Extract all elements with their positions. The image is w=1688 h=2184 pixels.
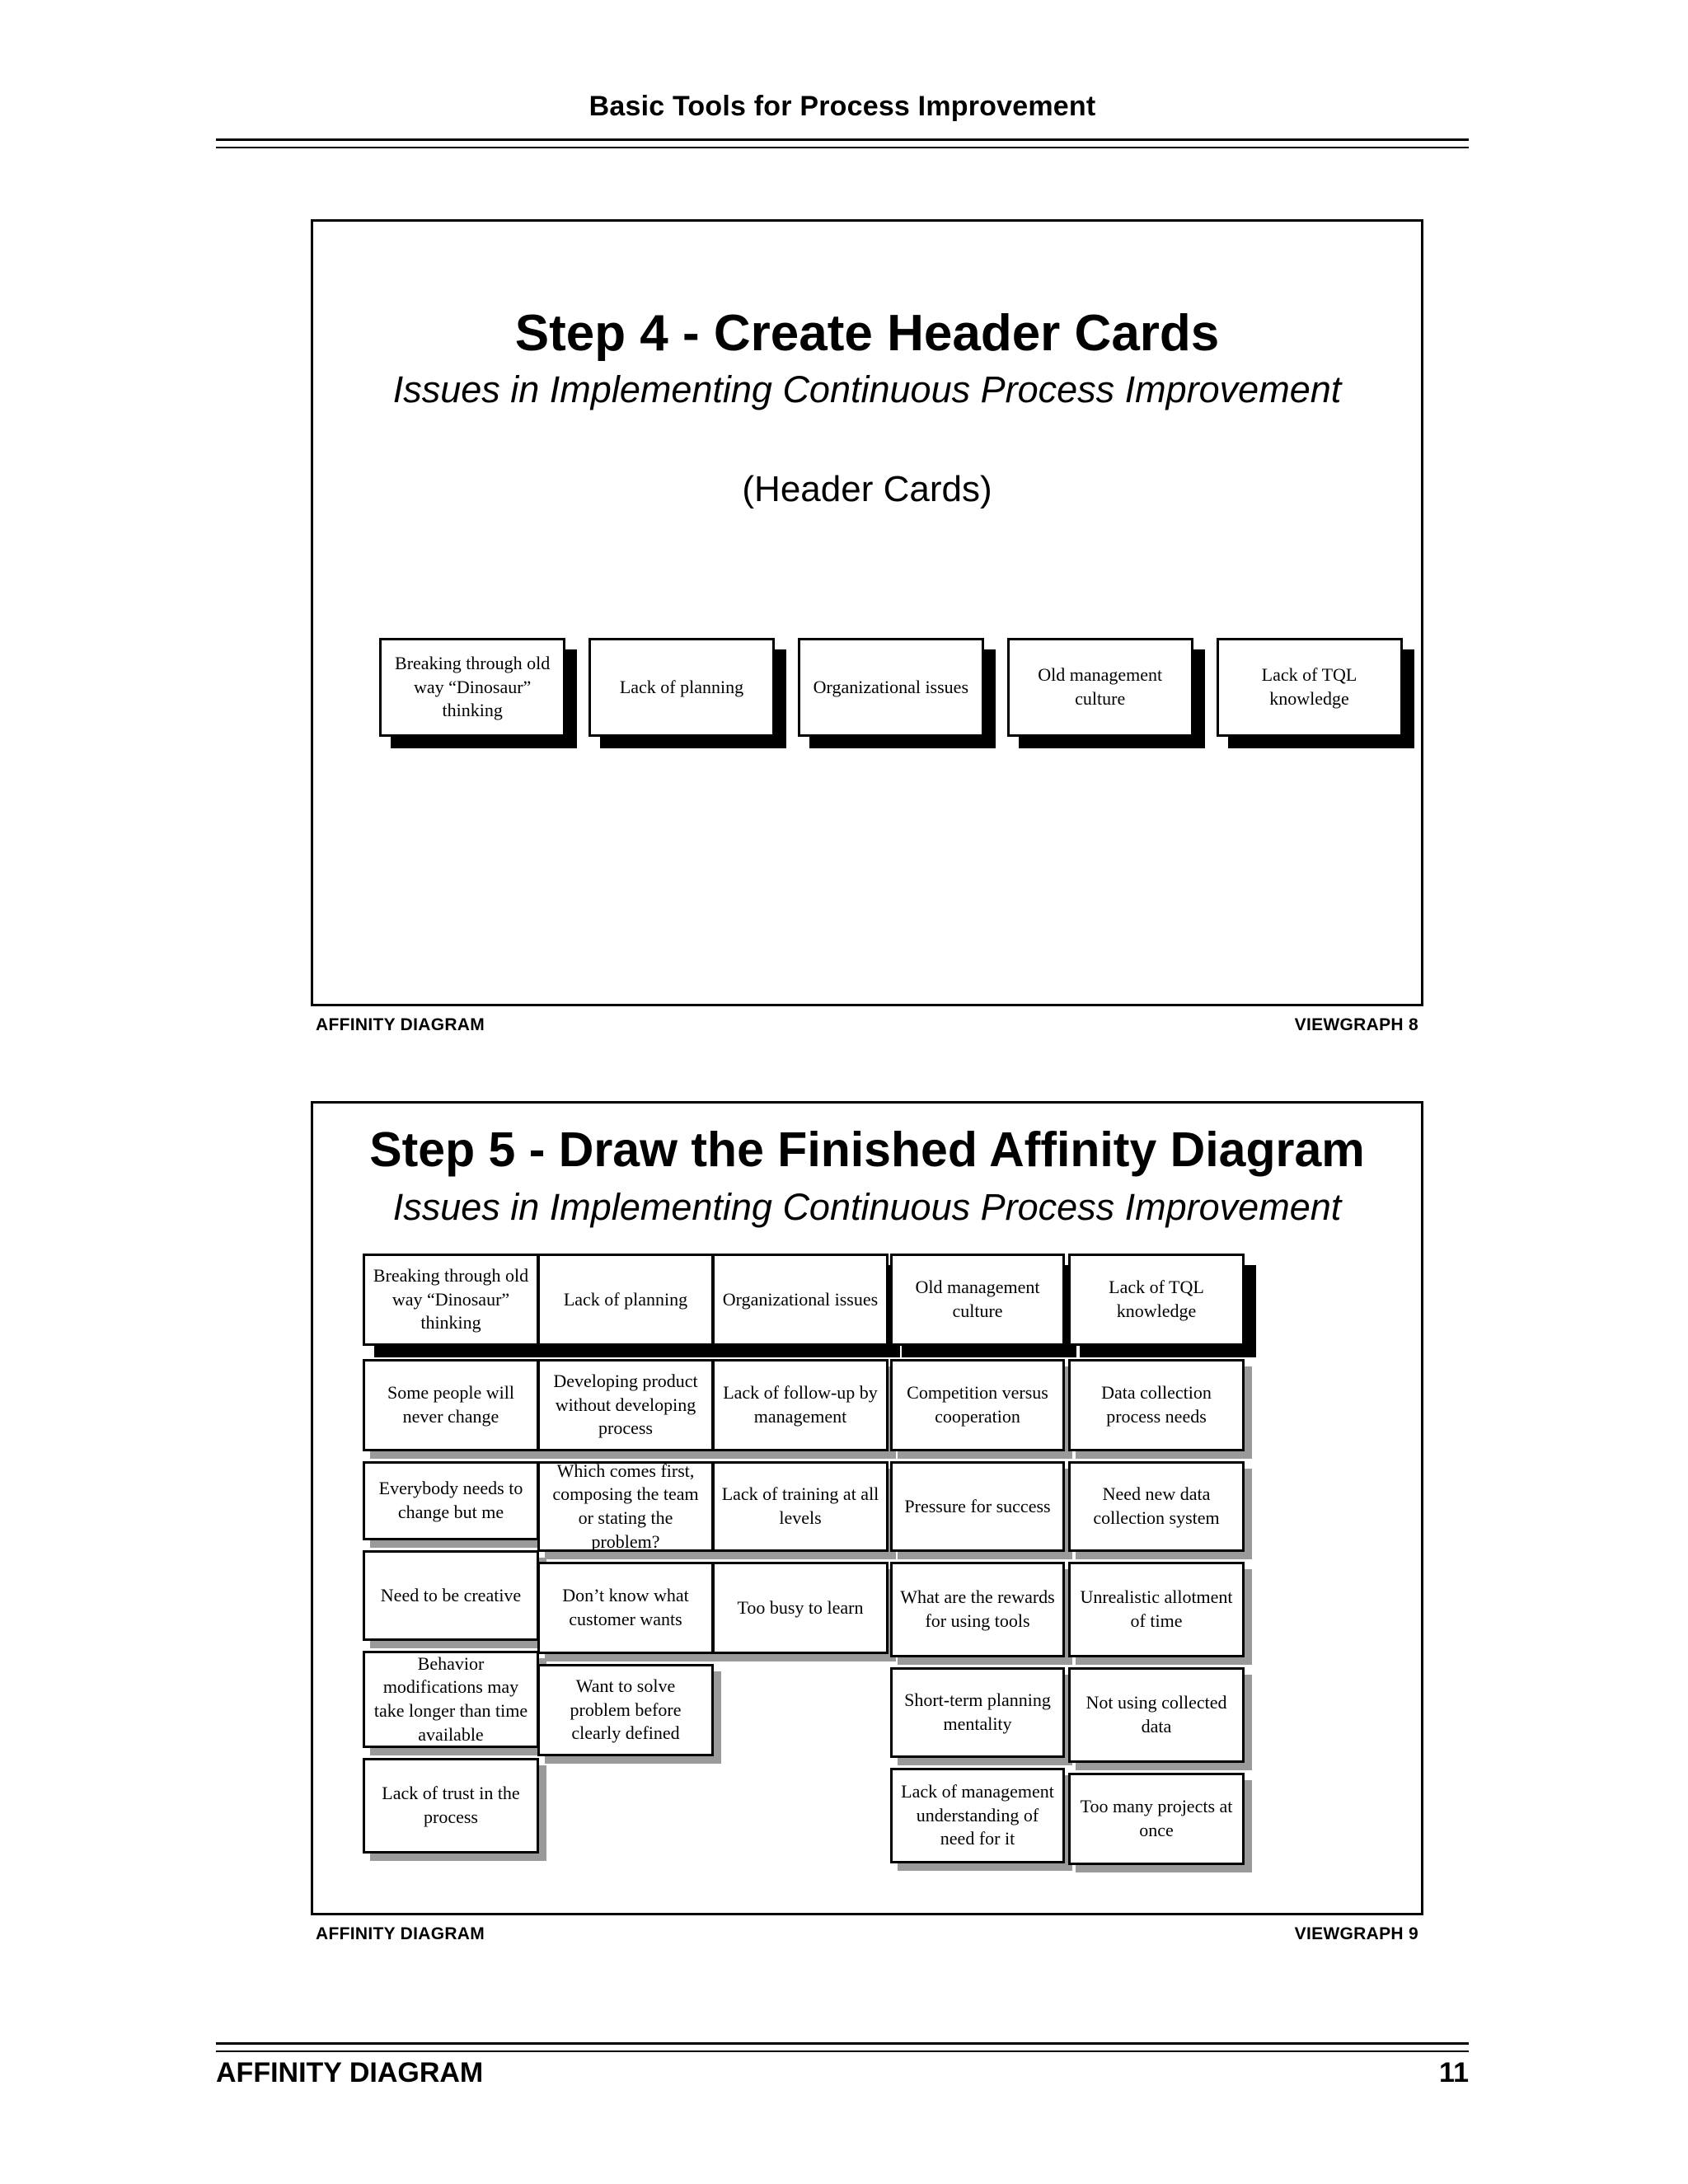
column-header-card: Breaking through old way “Dinosaur” thin… xyxy=(363,1254,539,1346)
header-card: Lack of TQL knowledge xyxy=(1216,638,1403,737)
idea-card: Short-term planning mentality xyxy=(890,1667,1065,1758)
idea-card: Too busy to learn xyxy=(712,1562,889,1654)
idea-card: Lack of management understanding of need… xyxy=(890,1768,1065,1863)
viewgraph-9-caption-left: AFFINITY DIAGRAM xyxy=(316,1924,485,1943)
viewgraph-8-frame: Step 4 - Create Header Cards Issues in I… xyxy=(311,219,1423,1006)
page-footer: AFFINITY DIAGRAM 11 xyxy=(216,2057,1469,2089)
idea-card: Too many projects at once xyxy=(1068,1773,1245,1865)
viewgraph-8-caption-left: AFFINITY DIAGRAM xyxy=(316,1015,485,1034)
viewgraph-8-caption: AFFINITY DIAGRAM VIEWGRAPH 8 xyxy=(311,1015,1423,1035)
idea-card: Competition versus cooperation xyxy=(890,1359,1065,1451)
page-number: 11 xyxy=(1439,2057,1469,2088)
idea-card: Lack of trust in the process xyxy=(363,1758,539,1854)
viewgraph-8-title: Step 4 - Create Header Cards xyxy=(514,305,1220,362)
page-footer-label: AFFINITY DIAGRAM xyxy=(216,2057,484,2088)
header-divider xyxy=(216,138,1469,148)
idea-card: What are the rewards for using tools xyxy=(890,1562,1065,1657)
viewgraph-8-subtitle: Issues in Implementing Continuous Proces… xyxy=(392,368,1342,410)
header-card: Organizational issues xyxy=(797,638,984,737)
header-card: Old management culture xyxy=(1006,638,1193,737)
idea-card: Developing product without developing pr… xyxy=(537,1359,714,1451)
page-header-title: Basic Tools for Process Improvement xyxy=(588,91,1096,122)
idea-card: Which comes first, composing the team or… xyxy=(537,1460,714,1552)
viewgraph-8-note: (Header Cards) xyxy=(742,469,992,509)
idea-card: Need new data collection system xyxy=(1068,1461,1245,1552)
idea-card: Lack of training at all levels xyxy=(712,1461,889,1552)
idea-card: Lack of follow-up by management xyxy=(712,1359,889,1451)
header-card: Breaking through old way “Dinosaur” thin… xyxy=(379,638,566,737)
idea-card: Data collection process needs xyxy=(1068,1359,1245,1451)
viewgraph-9-title: Step 5 - Draw the Finished Affinity Diag… xyxy=(369,1122,1365,1177)
idea-card: Need to be creative xyxy=(363,1550,539,1641)
footer-divider xyxy=(216,2042,1469,2052)
viewgraph-9-caption: AFFINITY DIAGRAM VIEWGRAPH 9 xyxy=(311,1924,1423,1944)
column-header-card: Lack of planning xyxy=(537,1254,714,1346)
idea-card: Everybody needs to change but me xyxy=(363,1461,539,1540)
column-header-card: Lack of TQL knowledge xyxy=(1068,1254,1245,1346)
idea-card: Don’t know what customer wants xyxy=(537,1562,714,1654)
idea-card: Behavior modifications may take longer t… xyxy=(363,1651,539,1748)
viewgraph-8-caption-right: VIEWGRAPH 8 xyxy=(1294,1015,1418,1034)
viewgraph-9-subtitle: Issues in Implementing Continuous Proces… xyxy=(392,1186,1342,1228)
idea-card: Unrealistic allotment of time xyxy=(1068,1562,1245,1657)
column-header-card: Organizational issues xyxy=(712,1254,889,1346)
idea-card: Pressure for success xyxy=(890,1461,1065,1552)
header-card: Lack of planning xyxy=(588,638,775,737)
viewgraph-9-frame: Step 5 - Draw the Finished Affinity Diag… xyxy=(311,1101,1423,1915)
page-header: Basic Tools for Process Improvement xyxy=(216,91,1469,123)
idea-card: Want to solve problem before clearly def… xyxy=(537,1664,714,1756)
idea-card: Not using collected data xyxy=(1068,1667,1245,1763)
column-header-card: Old management culture xyxy=(890,1254,1065,1346)
viewgraph-9-caption-right: VIEWGRAPH 9 xyxy=(1294,1924,1418,1943)
idea-card: Some people will never change xyxy=(363,1359,539,1451)
